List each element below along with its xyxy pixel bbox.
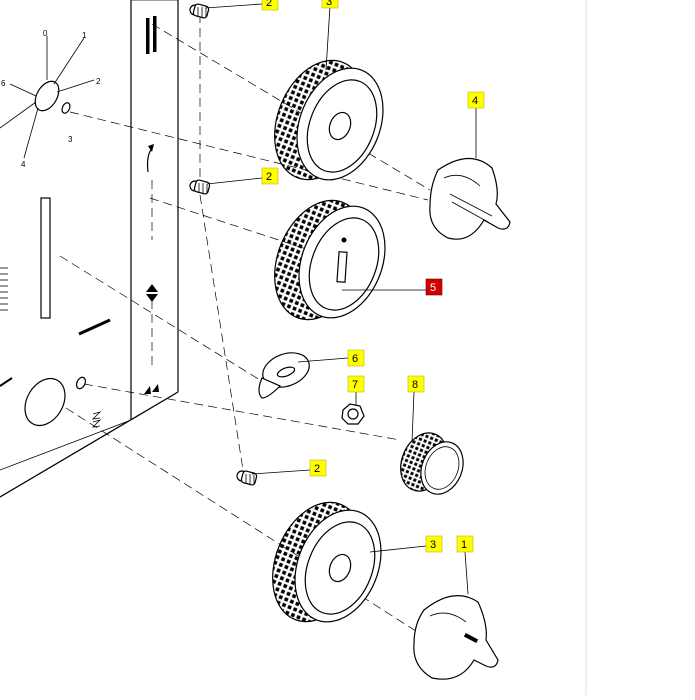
callout-box[interactable] [321,0,339,9]
callout-number: 2 [266,171,272,183]
callout-6-lever[interactable]: 6 [347,349,365,367]
callout-number: 4 [472,95,478,107]
dial-number-0: 0 [43,29,48,38]
up-down-arrow-symbol [146,284,158,302]
callout-2-middle-screw[interactable]: 2 [261,167,279,185]
pause-symbol [146,16,157,54]
zigzag-symbol [91,411,102,428]
callout-number: 3 [326,0,332,8]
callout-2-top-screw[interactable]: 2 [261,0,279,11]
dial-number-4: 4 [21,160,26,169]
panel-slot [40,197,51,319]
callout-4-knob[interactable]: 4 [467,91,485,109]
screw-part-2-middle [189,179,211,195]
callout-box[interactable] [261,0,279,11]
return-arrow-symbol [146,144,154,173]
callout-box[interactable] [347,349,365,367]
callout-number: 3 [430,539,436,551]
knob-part-1 [413,595,499,680]
callout-box[interactable] [347,375,365,393]
screw-part-2-bottom [236,470,258,486]
callout-number: 7 [352,379,358,391]
panel-dash-mark [78,318,111,336]
callout-2-bottom-screw[interactable]: 2 [309,459,327,477]
panel-small-hole [75,376,87,390]
callout-box[interactable] [456,535,474,553]
callout-number: 8 [412,379,418,391]
callout-box-selected[interactable] [425,278,443,296]
callout-box[interactable] [425,535,443,553]
knurled-dial-part-5 [274,199,386,321]
double-triangle-symbol [144,384,159,394]
callout-box[interactable] [309,459,327,477]
knob-part-4 [429,157,511,240]
callout-box[interactable] [467,91,485,109]
callout-number: 2 [314,463,320,475]
callout-7-nut[interactable]: 7 [347,375,365,393]
speed-selector-dial [0,36,95,159]
callout-1-knob[interactable]: 1 [456,535,474,553]
machine-front-panel [0,0,179,498]
callout-number: 1 [461,539,467,551]
callout-number: 5 [430,282,436,294]
panel-large-hole [24,377,66,427]
dial-number-2: 2 [96,77,101,86]
callout-number: 2 [266,0,272,9]
panel-scale-marks [0,267,8,311]
panel-short-dash [0,377,13,387]
small-knurled-knob-part-8 [400,432,464,495]
dial-number-3: 3 [68,135,73,144]
callout-box[interactable] [407,375,425,393]
dial-number-6: 6 [1,79,6,88]
callout-5-selected-dial[interactable]: 5 [425,278,443,296]
callout-box[interactable] [261,167,279,185]
nut-part-7 [341,403,365,425]
callout-number: 6 [352,353,358,365]
lever-part-6 [258,352,310,399]
callout-3-top-dial[interactable]: 3 [321,0,339,9]
knurled-dial-part-3-bottom [272,501,382,623]
callout-leader-lines [204,3,477,595]
callout-8-small-knob[interactable]: 8 [407,375,425,393]
knurled-dial-part-3-top [274,59,384,181]
callout-3-bottom-dial[interactable]: 3 [425,535,443,553]
screw-part-2-top [189,3,210,19]
dial-number-1: 1 [82,31,87,40]
